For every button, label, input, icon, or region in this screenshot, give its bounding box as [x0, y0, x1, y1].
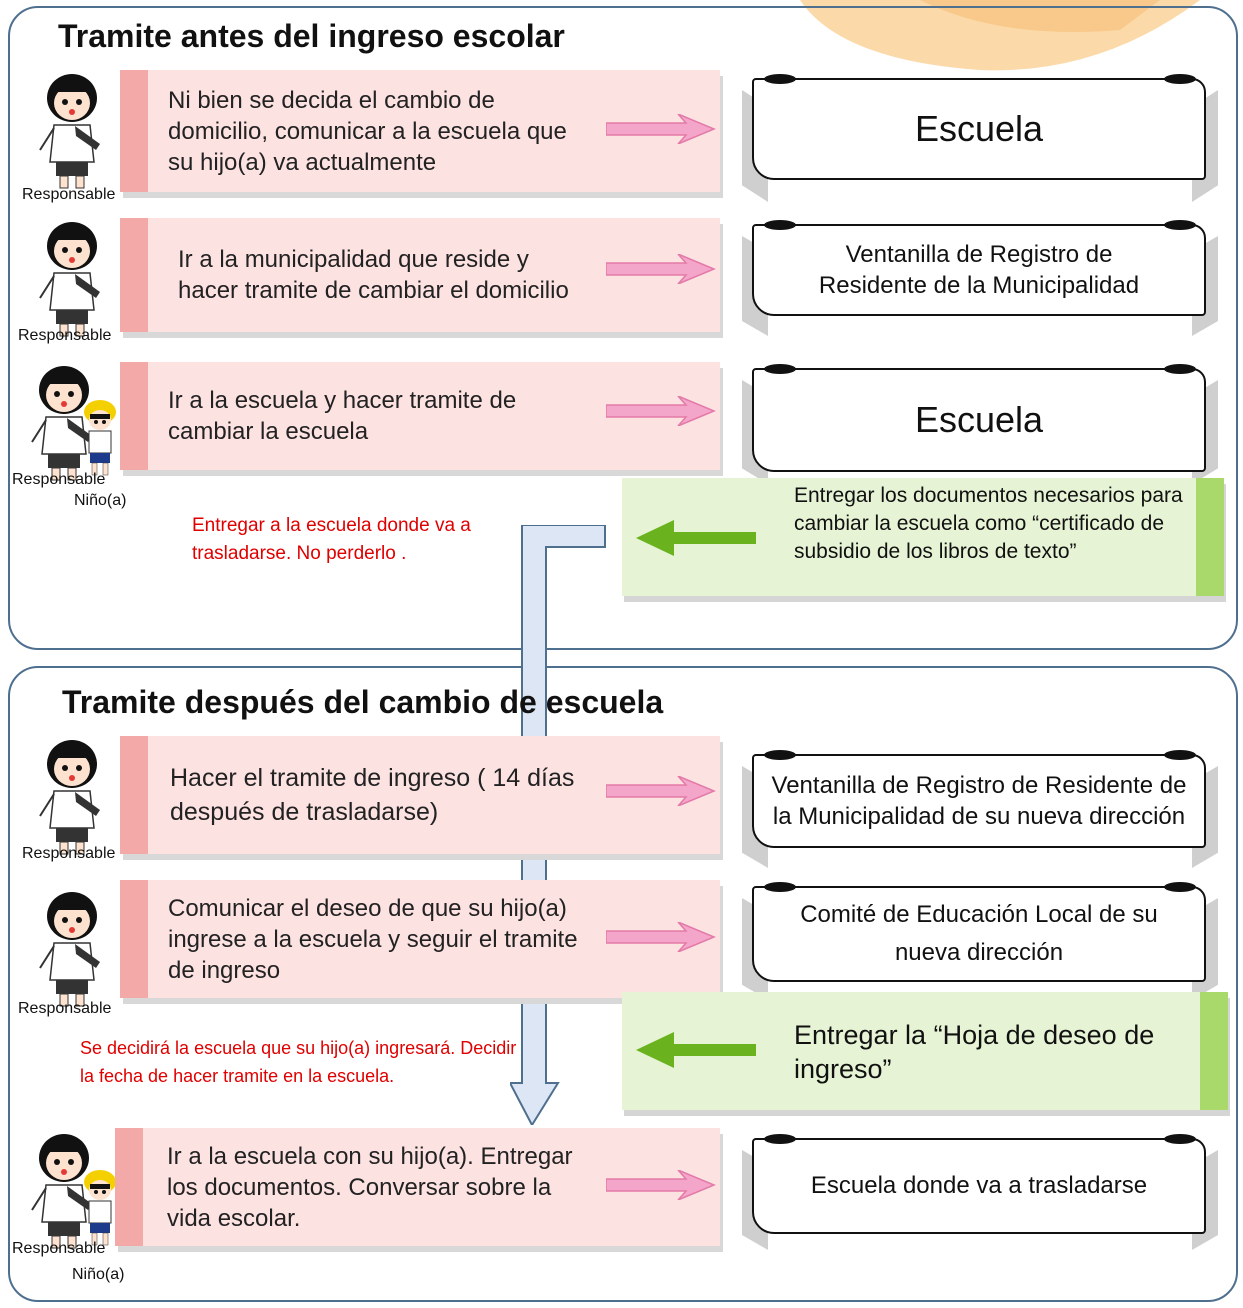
person-figure-adult: [12, 1130, 112, 1250]
scroll-roll-icon: [764, 1134, 1196, 1144]
person-figure-adult: [20, 218, 120, 338]
scroll-roll-icon: [764, 882, 1196, 892]
destination-text-5: Comité de Educación Local de su nueva di…: [800, 901, 1158, 966]
destination-text-1: Escuela: [914, 108, 1044, 149]
person-figure-adult: [20, 888, 120, 1008]
person-figure-adult: [20, 736, 120, 856]
destination-text-3: Escuela: [914, 399, 1044, 440]
destination-scroll-1: Escuela: [752, 78, 1206, 180]
green-note-bar: [1200, 992, 1228, 1110]
person-figure-child: [80, 1168, 120, 1248]
destination-scroll-3: Escuela: [752, 368, 1206, 472]
step-arrow-icon: [606, 1170, 716, 1200]
green-note-text-2: Entregar la “Hoja de deseo de ingreso”: [794, 1020, 1155, 1084]
step-arrow-icon: [606, 114, 716, 144]
person-figure-adult: [20, 70, 120, 190]
section-after: [8, 666, 1238, 1302]
person-figure-child: [80, 398, 120, 478]
person-label-responsable: Responsable: [22, 186, 116, 203]
section-after-title: Tramite después del cambio de escuela: [62, 684, 664, 720]
destination-scroll-4: Ventanilla de Registro de Residente de l…: [752, 754, 1206, 848]
step-text-2: Ir a la municipalidad que reside y hacer…: [178, 246, 569, 304]
person-figure-adult: [12, 362, 112, 482]
green-note-text-1: Entregar los documentos necesarios para …: [794, 484, 1183, 563]
red-note-1: Entregar a la escuela donde va a traslad…: [192, 515, 471, 564]
person-label-responsable: Responsable: [18, 1000, 112, 1017]
person-label-responsable: Responsable: [12, 471, 106, 488]
scroll-roll-icon: [764, 750, 1196, 760]
step-arrow-icon: [606, 254, 716, 284]
scroll-roll-icon: [764, 220, 1196, 230]
green-arrow-icon: [636, 520, 756, 556]
destination-scroll-6: Escuela donde va a trasladarse: [752, 1138, 1206, 1234]
section-before: [8, 6, 1238, 650]
destination-text-6: Escuela donde va a trasladarse: [810, 1172, 1148, 1199]
step-text-3: Ir a la escuela y hacer tramite de cambi…: [168, 387, 517, 445]
green-arrow-icon: [636, 1032, 756, 1068]
step-text-6: Ir a la escuela con su hijo(a). Entregar…: [167, 1142, 573, 1232]
step-arrow-icon: [606, 922, 716, 952]
person-label-responsable: Responsable: [22, 845, 116, 862]
step-arrow-icon: [606, 776, 716, 806]
section-before-title: Tramite antes del ingreso escolar: [58, 18, 565, 54]
destination-text-4: Ventanilla de Registro de Residente de l…: [771, 772, 1187, 830]
person-label-responsable: Responsable: [12, 1240, 106, 1257]
person-label-nino: Niño(a): [74, 492, 127, 509]
step-arrow-icon: [606, 396, 716, 426]
red-note-2: Se decidirá la escuela que su hijo(a) in…: [80, 1038, 517, 1086]
step-card-5: Comunicar el deseo de que su hijo(a) ing…: [120, 880, 720, 998]
step-card-4: Hacer el tramite de ingreso ( 14 días de…: [120, 736, 720, 854]
corner-decoration: [800, 0, 1243, 120]
person-label-responsable: Responsable: [18, 327, 112, 344]
step-card-6: Ir a la escuela con su hijo(a). Entregar…: [115, 1128, 720, 1246]
step-text-5: Comunicar el deseo de que su hijo(a) ing…: [168, 894, 578, 984]
destination-scroll-2: Ventanilla de Registro de Residente de l…: [752, 224, 1206, 316]
person-label-nino: Niño(a): [72, 1266, 125, 1283]
destination-text-2: Ventanilla de Registro de Residente de l…: [818, 241, 1140, 299]
step-text-4: Hacer el tramite de ingreso ( 14 días de…: [170, 764, 575, 826]
destination-scroll-5: Comité de Educación Local de su nueva di…: [752, 886, 1206, 982]
scroll-roll-icon: [764, 364, 1196, 374]
scroll-roll-icon: [764, 74, 1196, 84]
step-text-1: Ni bien se decida el cambio de domicilio…: [168, 86, 567, 176]
green-note-bar: [1196, 478, 1224, 596]
